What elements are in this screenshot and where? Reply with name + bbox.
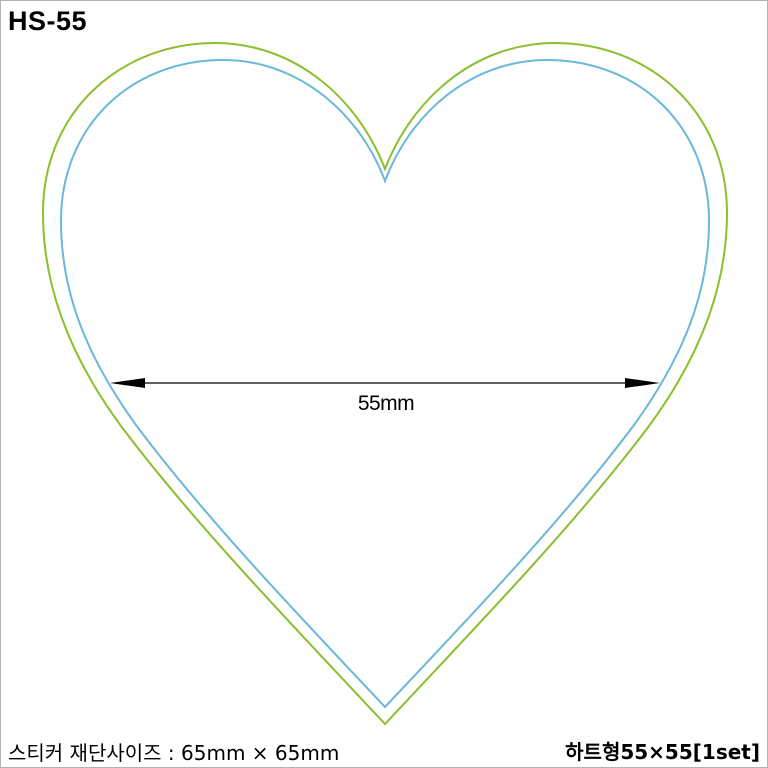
right-arrowhead-icon: [625, 378, 660, 388]
dimension-label: 55mm: [358, 392, 414, 415]
product-name: 하트형55×55[1set]: [565, 740, 760, 764]
product-code: HS-55: [8, 6, 88, 36]
left-arrowhead-icon: [110, 378, 145, 388]
print-line-heart: [59, 58, 711, 709]
sticker-cut-size-note: 스티커 재단사이즈 : 65mm × 65mm: [8, 741, 340, 765]
cut-line-heart: [41, 41, 729, 726]
